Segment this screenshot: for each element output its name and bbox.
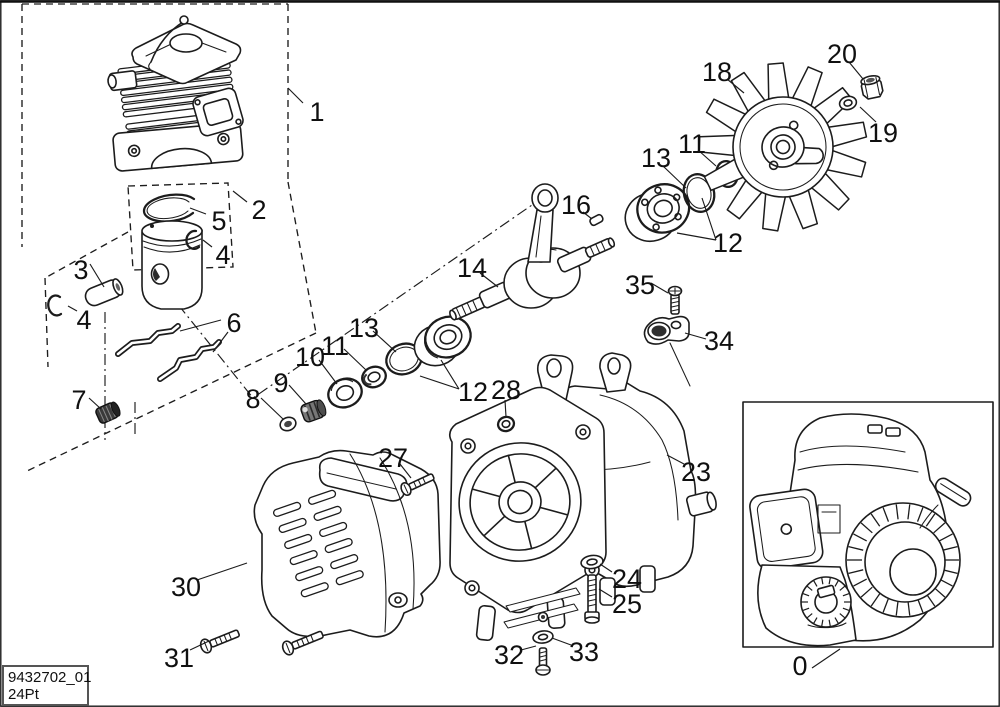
leader-lines	[67, 61, 877, 669]
washer-33	[532, 630, 554, 644]
callout-14: 14	[457, 253, 487, 283]
callout-13t: 13	[641, 143, 671, 173]
oil-seal-mid	[361, 365, 387, 389]
starter-cover	[253, 449, 441, 638]
drawing-format: 24Pt	[8, 686, 40, 703]
callout-11t: 11	[678, 129, 706, 159]
callout-20: 20	[827, 39, 857, 69]
crankshaft	[449, 183, 616, 321]
callout-11m: 11	[321, 331, 349, 361]
callout-19: 19	[868, 118, 898, 148]
callout-24: 24	[612, 564, 642, 594]
title-block: 9432702_01 24Pt	[2, 665, 91, 706]
flywheel-nut	[860, 74, 884, 100]
callout-32: 32	[494, 640, 524, 670]
flywheel-washer	[838, 95, 858, 111]
stud-25	[584, 574, 600, 624]
screw-35	[667, 285, 683, 315]
ball-bearing-small	[327, 377, 363, 409]
main-bearing-mid	[413, 315, 472, 367]
woodruff-key	[589, 213, 604, 227]
kit-boundary-lines	[21, 3, 546, 472]
collar-nut	[279, 416, 297, 432]
wire-links	[115, 323, 222, 382]
callout-34: 34	[704, 326, 734, 356]
callout-7: 7	[71, 385, 86, 415]
washer-28	[496, 415, 516, 433]
callout-1: 1	[309, 97, 324, 127]
screw-31b	[281, 630, 324, 656]
callout-4a: 4	[215, 240, 230, 270]
callout-9: 9	[273, 368, 288, 398]
piston-ring	[142, 193, 196, 223]
main-bearing-top	[624, 183, 691, 243]
callout-35: 35	[625, 270, 655, 300]
callout-30: 30	[171, 572, 201, 602]
callout-12m: 12	[458, 377, 488, 407]
callout-5: 5	[211, 206, 226, 236]
callout-31: 31	[164, 643, 194, 673]
callout-10: 10	[295, 342, 325, 372]
callout-23: 23	[681, 457, 711, 487]
callout-25: 25	[612, 589, 642, 619]
clamp-34	[643, 315, 691, 387]
callout-4b: 4	[76, 305, 91, 335]
screw-32	[535, 647, 551, 676]
callout-18: 18	[702, 57, 732, 87]
crankcase	[448, 352, 717, 642]
callout-6: 6	[226, 308, 241, 338]
callout-labels: 1 2 5 4 3 4 6 7 8 9 10 11 13 12 28 27 30…	[71, 39, 898, 681]
callout-0: 0	[792, 651, 807, 681]
callout-13m: 13	[349, 313, 379, 343]
needle-cage	[95, 401, 121, 424]
flywheel	[698, 62, 868, 232]
callout-27: 27	[378, 443, 408, 473]
circlip-right	[185, 229, 201, 250]
piston	[141, 220, 203, 310]
callout-16: 16	[561, 190, 591, 220]
washer-24	[580, 554, 604, 570]
mount-plate	[503, 587, 581, 629]
screw-27	[400, 473, 435, 496]
callout-28: 28	[491, 375, 521, 405]
piston-pin	[84, 278, 124, 307]
drawing-number: 9432702_01	[8, 669, 91, 686]
engine-assembly	[742, 401, 994, 648]
screw-31a	[199, 629, 240, 654]
callout-3: 3	[73, 255, 88, 285]
callout-2: 2	[251, 195, 266, 225]
callout-33: 33	[569, 637, 599, 667]
needle-bearing	[300, 399, 327, 423]
callout-8: 8	[245, 384, 260, 414]
circlip-left	[47, 294, 63, 317]
callout-12t: 12	[713, 228, 743, 258]
cylinder-part	[107, 15, 244, 172]
